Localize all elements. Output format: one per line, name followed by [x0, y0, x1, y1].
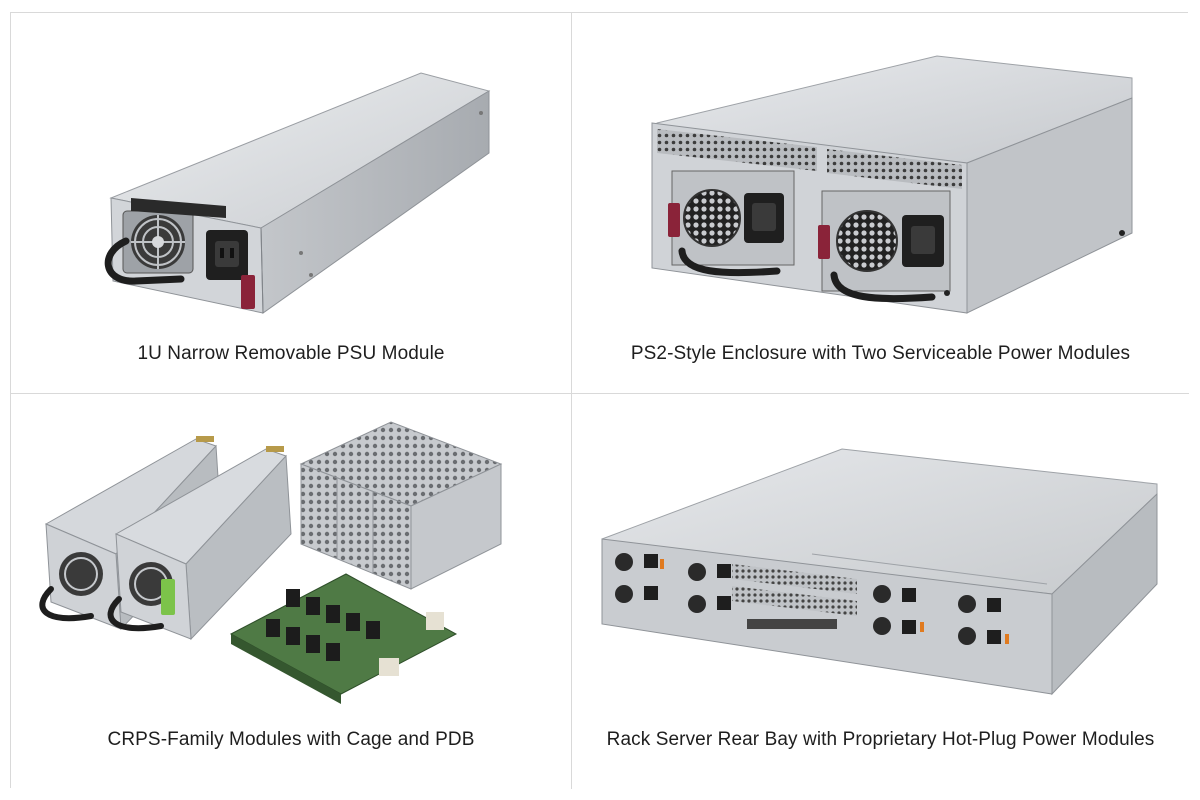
rack-server-rear-illustration — [601, 448, 1158, 696]
panel-caption: 1U Narrow Removable PSU Module — [137, 343, 445, 364]
panel-caption: PS2-Style Enclosure with Two Serviceable… — [630, 343, 1131, 364]
panel-caption: Rack Server Rear Bay with Proprietary Ho… — [606, 729, 1155, 750]
panel-1u-psu: 1U Narrow Removable PSU Module — [11, 13, 572, 394]
panel-rack-server: Rack Server Rear Bay with Proprietary Ho… — [572, 394, 1189, 789]
panel-ps2-enclosure: PS2-Style Enclosure with Two Serviceable… — [572, 13, 1189, 394]
psu-module-illustration — [104, 72, 491, 314]
image-grid: 1U Narrow Removable PSU Module — [10, 12, 1189, 789]
panel-caption: CRPS-Family Modules with Cage and PDB — [107, 729, 475, 750]
crps-modules-cage-pdb-illustration — [39, 421, 503, 704]
panel-crps: CRPS-Family Modules with Cage and PDB — [11, 394, 572, 789]
ps2-enclosure-illustration — [651, 55, 1133, 314]
